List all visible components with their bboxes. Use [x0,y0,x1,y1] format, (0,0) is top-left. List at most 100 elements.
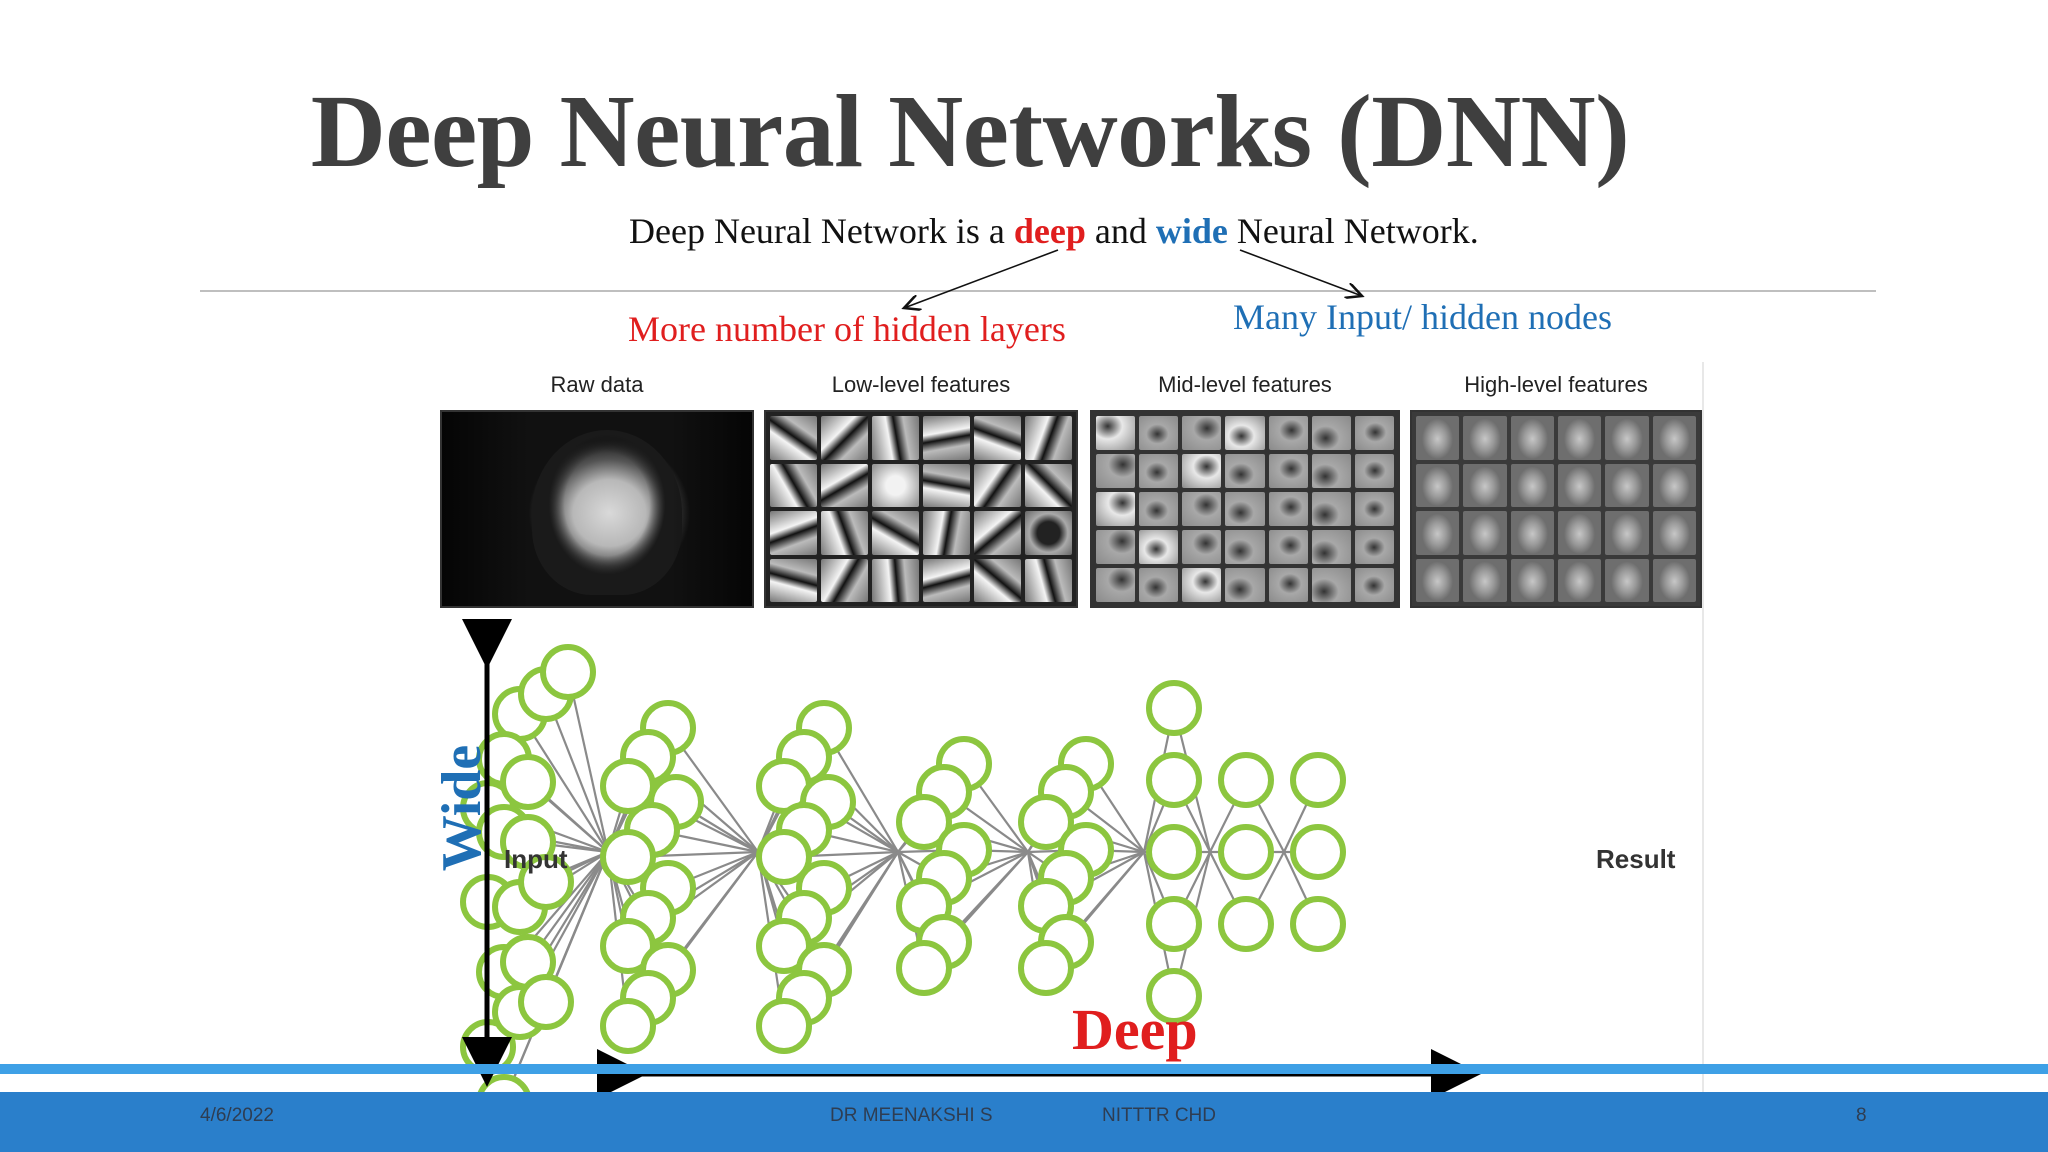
network-node [756,998,812,1054]
feature-cell [1268,492,1308,526]
input-label: Input [504,844,568,874]
feature-cell [1557,416,1602,460]
feature-cell [1354,492,1394,526]
network-node [1018,794,1074,850]
subtitle: Deep Neural Network is a deep and wide N… [629,210,1479,252]
network-node [477,1074,531,1092]
subtitle-deep-word: deep [1013,211,1086,251]
feature-cell [923,511,970,555]
high-level-features-image [1410,410,1702,608]
feature-cell [872,463,919,507]
feature-cell [1557,463,1602,507]
feature-cell [1025,511,1072,555]
feature-cell [1652,511,1696,555]
feature-cell [1416,511,1460,555]
feature-cell [1652,558,1696,602]
feature-cell [821,558,868,602]
feature-cell [1652,463,1696,507]
feature-cell [1354,568,1394,602]
annotation-hidden-layers: More number of hidden layers [628,309,1066,349]
feature-cell [1416,416,1460,460]
feature-cell [923,416,970,460]
feature-cell [1354,454,1394,488]
feature-cell [872,511,919,555]
network-node [1018,940,1074,996]
feature-cell [974,416,1021,460]
feature-cell [1463,558,1507,602]
label-high-level: High-level features [1464,372,1648,397]
network-node [1290,896,1346,952]
feature-cell [1311,492,1351,526]
feature-cell [1025,416,1072,460]
feature-cell [1354,416,1394,450]
feature-cell [923,463,970,507]
feature-cell [1652,416,1696,460]
feature-cell [1096,416,1136,450]
slide-title: Deep Neural Networks (DNN) [310,74,1630,189]
feature-cell [1182,454,1222,488]
feature-cell [1510,511,1554,555]
feature-cell [1510,416,1554,460]
divider-line [200,290,1876,292]
feature-cell [872,416,919,460]
footer-date: 4/6/2022 [200,1105,274,1126]
feature-cell [1139,492,1179,526]
mid-level-features-image [1090,410,1400,608]
network-node [1290,824,1346,880]
feature-cell [1311,530,1351,564]
feature-cell [1311,568,1351,602]
arrow-to-hidden-layers [904,249,1059,308]
feature-cell [1463,511,1507,555]
feature-cell [1311,454,1351,488]
label-raw-data: Raw data [550,372,644,397]
feature-cell [1510,463,1554,507]
feature-cell [1096,530,1136,564]
network-node [1146,896,1202,952]
feature-cell [1225,454,1265,488]
network-connection [566,671,610,853]
network-node [518,974,574,1030]
feature-cell [974,463,1021,507]
feature-cell [1096,568,1136,602]
network-node [1146,824,1202,880]
label-mid-level: Mid-level features [1158,372,1332,397]
label-low-level: Low-level features [831,372,1011,397]
feature-cell [1025,558,1072,602]
annotation-hidden-nodes: Many Input/ hidden nodes [1233,297,1612,337]
network-node [1290,752,1346,808]
feature-cell [1096,454,1136,488]
subtitle-part1: Deep Neural Network is a [629,211,1014,251]
feature-cell [821,463,868,507]
feature-cell [1268,416,1308,450]
deep-axis-label: Deep [1072,997,1198,1062]
feature-cell [1182,568,1222,602]
footer-organization: NITTTR CHD [1102,1105,1216,1126]
feature-cell [1182,492,1222,526]
feature-cell [1605,558,1649,602]
network-diagram [460,644,1346,1092]
network-node [500,754,556,810]
footer-accent-bar [0,1064,2048,1074]
feature-cell [1510,558,1554,602]
network-node [896,794,952,850]
network-node [600,918,656,974]
feature-cell [1605,416,1649,460]
feature-cell [1139,454,1179,488]
feature-cell [1225,416,1265,450]
network-node [896,940,952,996]
footer-author: DR MEENAKSHI S [830,1105,993,1126]
feature-cell [770,416,817,460]
network-node [600,758,656,814]
feature-cell [1096,492,1136,526]
network-node [1218,824,1274,880]
feature-cell [1605,463,1649,507]
subtitle-part3: Neural Network. [1227,211,1479,251]
feature-cell [1354,530,1394,564]
result-label: Result [1596,844,1676,874]
feature-cell [872,558,919,602]
feature-cell [1416,463,1460,507]
feature-cell [1182,416,1222,450]
feature-cell [1139,530,1179,564]
feature-cell [1311,416,1351,450]
